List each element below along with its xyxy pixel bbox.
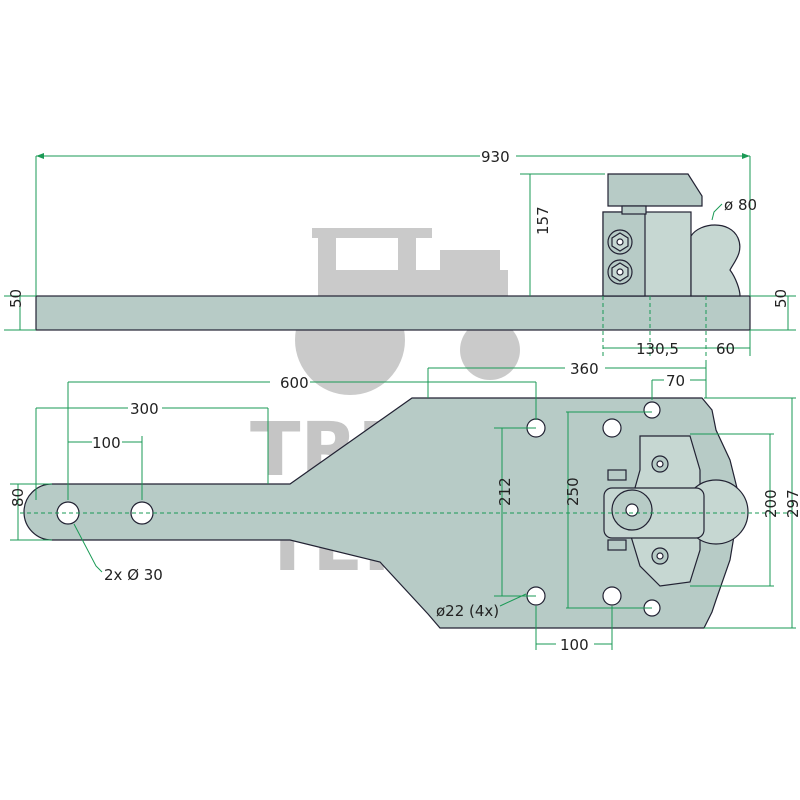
side-latch-neck [621,205,647,215]
dim-250: 250 [564,477,582,506]
bolt-icon [607,259,633,285]
coupling-pin-bottom [607,539,627,551]
side-view: 930 157 ø 80 50 50 130,5 60 [4,148,796,358]
hole-label-30: 2x Ø 30 [104,566,163,584]
hole-label-22: ø22 (4x) [436,602,499,620]
dim-130-5: 130,5 [636,340,679,358]
side-bar [35,295,751,331]
hole-22-d [602,586,622,606]
dim-50-left: 50 [7,289,25,308]
bolt-hole [656,460,664,468]
dim-100-bottom: 100 [560,636,589,654]
side-ball [690,224,741,297]
bolt-icon [607,229,633,255]
dim-157: 157 [534,206,552,235]
drawbar-plate [23,397,741,629]
side-latch-top [607,173,703,207]
hole-22-c [602,418,622,438]
dim-930: 930 [481,148,510,166]
dim-ball-diameter: ø 80 [724,196,757,214]
dim-60: 60 [716,340,735,358]
dim-600: 600 [280,374,309,392]
bolt-hole [656,552,664,560]
dim-212: 212 [496,477,514,506]
dim-200: 200 [762,489,780,518]
top-view: 600 360 300 100 70 80 212 [9,360,800,654]
coupling-pivot-hole [625,503,639,517]
hole-22-e [643,401,661,419]
dim-50-right: 50 [772,289,790,308]
dim-297: 297 [784,489,800,518]
dim-360: 360 [570,360,599,378]
hole-30-a [56,501,80,525]
dim-100-top: 100 [92,434,121,452]
dim-70: 70 [666,372,685,390]
coupling-pin-top [607,469,627,481]
dim-300: 300 [130,400,159,418]
dim-80: 80 [9,488,27,507]
